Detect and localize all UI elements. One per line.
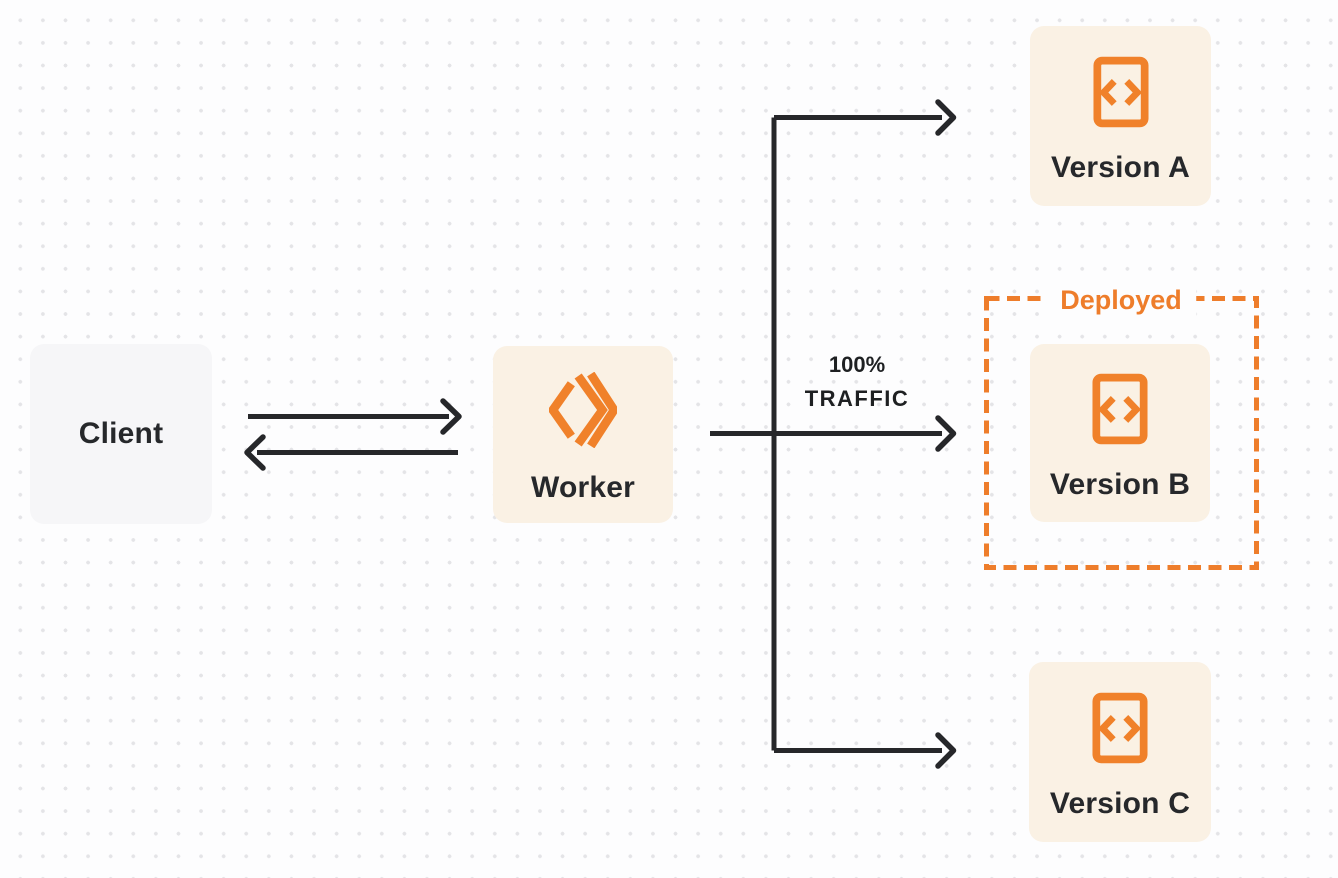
cloudflare-workers-logo-icon (547, 371, 620, 453)
version-b-label: Version B (1049, 467, 1191, 501)
arrowhead-version-a-icon (935, 99, 957, 136)
traffic-percentage-label: 100% TRAFFIC (805, 348, 910, 416)
arrowhead-version-c-icon (935, 732, 957, 769)
worker-fanout-connector (710, 99, 957, 769)
arrowhead-left-icon (244, 434, 266, 471)
node-client: Client (30, 344, 212, 524)
arrow-client-to-worker (248, 398, 462, 435)
traffic-word-text: TRAFFIC (804, 386, 910, 411)
arrowhead-version-b-icon (935, 415, 957, 452)
node-version-b: Version B (1030, 344, 1210, 522)
traffic-percent-text: 100% (828, 352, 886, 377)
node-version-a: Version A (1030, 26, 1211, 206)
code-file-icon (1092, 373, 1148, 450)
client-label: Client (78, 417, 164, 450)
node-version-c: Version C (1029, 662, 1211, 842)
version-c-label: Version C (1049, 786, 1191, 820)
arrow-worker-to-client (244, 434, 458, 471)
code-file-icon (1092, 692, 1148, 769)
version-a-label: Version A (1050, 150, 1191, 184)
node-worker: Worker (493, 346, 673, 523)
worker-label: Worker (530, 471, 636, 504)
arrowhead-right-icon (440, 398, 462, 435)
code-file-icon (1092, 56, 1149, 133)
deployed-label: Deployed (1046, 284, 1196, 316)
